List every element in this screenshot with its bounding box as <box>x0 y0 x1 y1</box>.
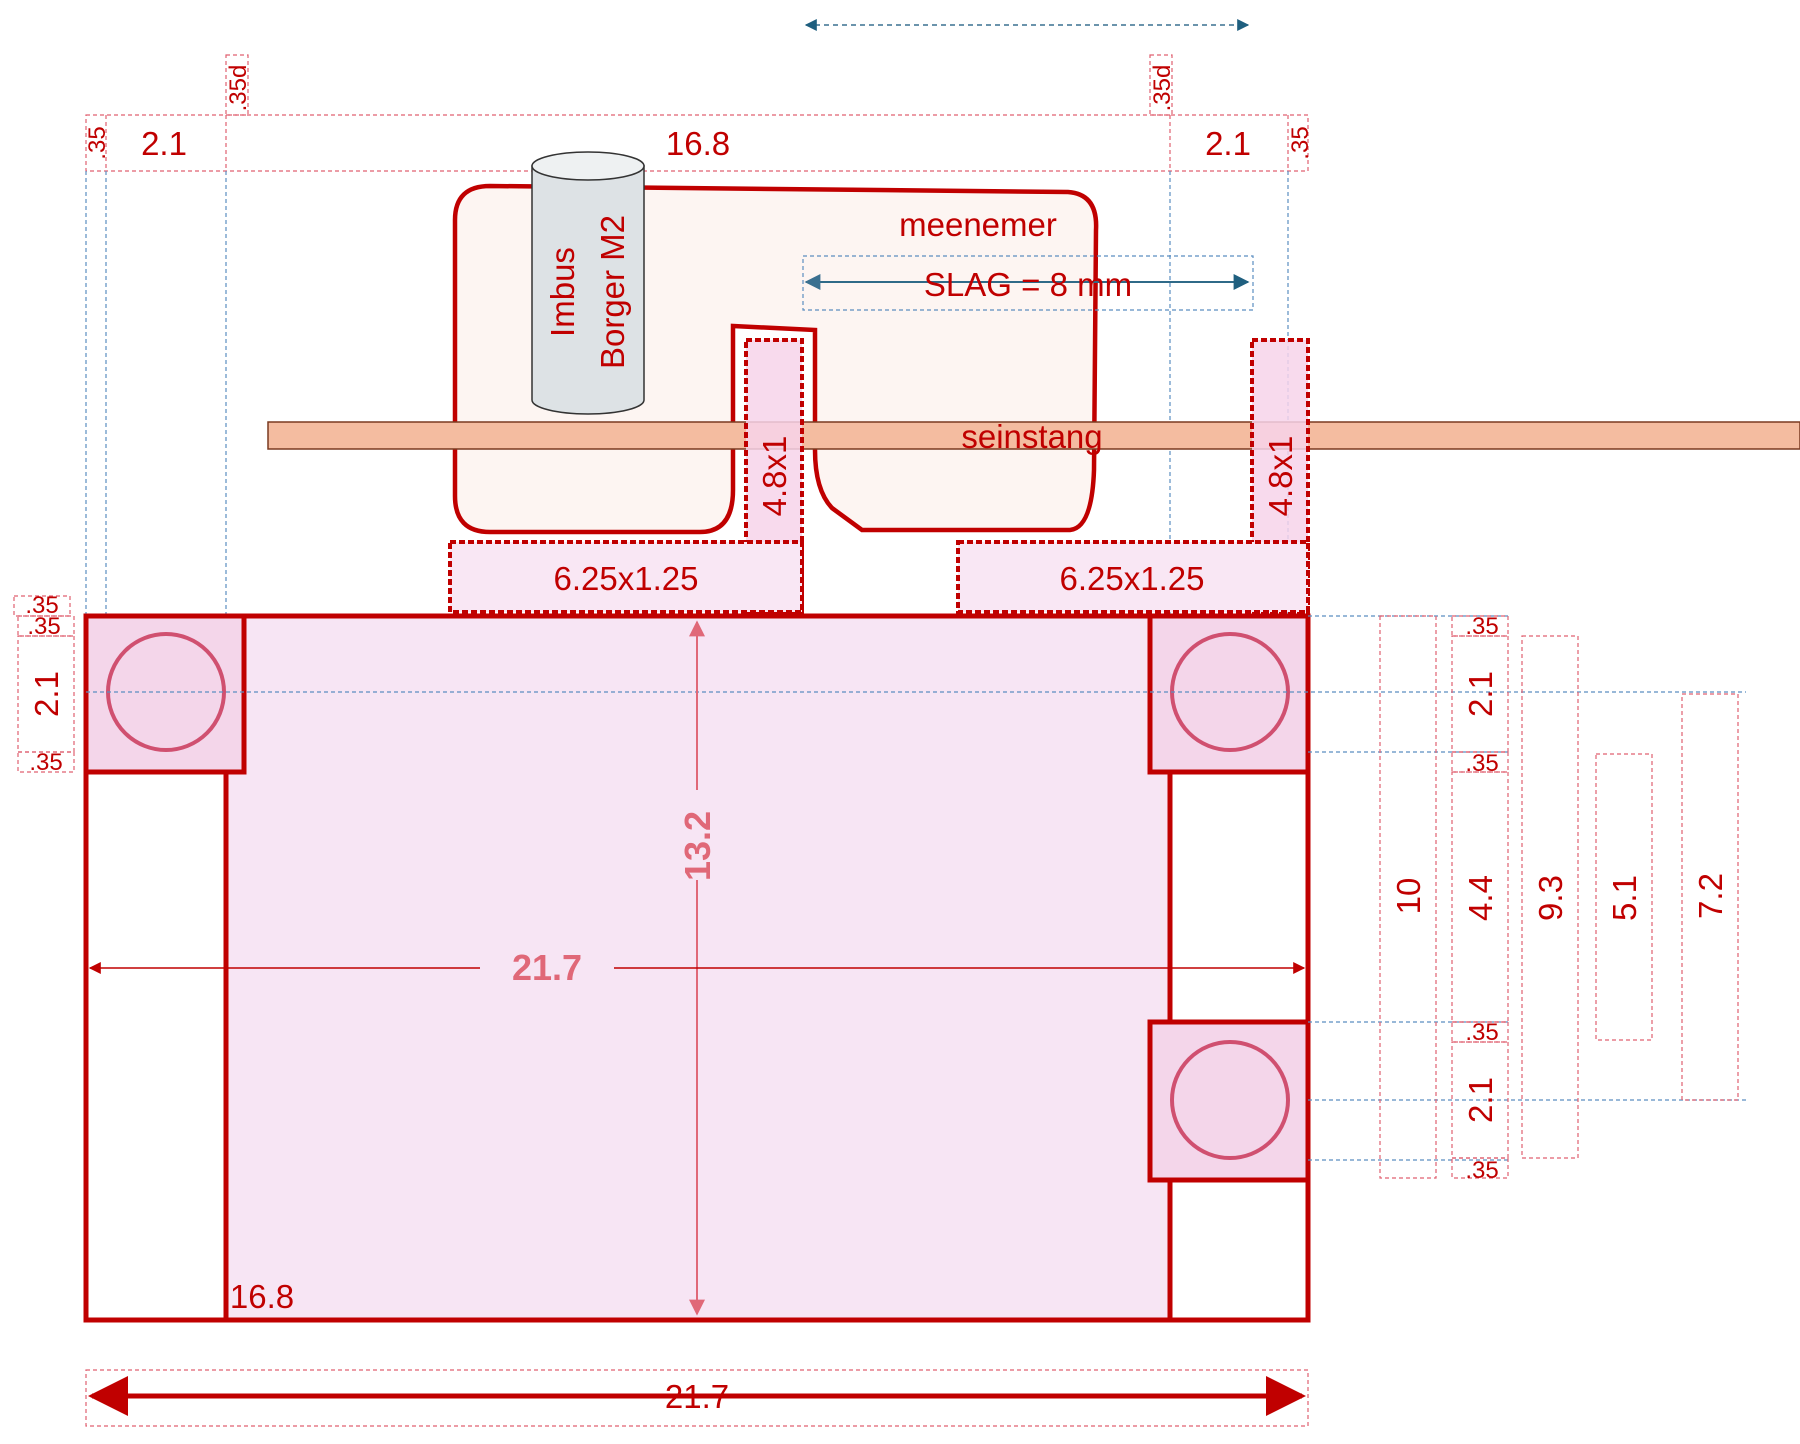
meenemer-label: meenemer <box>899 206 1057 243</box>
pad-right <box>956 540 1310 614</box>
mount-top-left <box>83 613 247 775</box>
right-dim-93: 9.3 <box>1532 875 1569 921</box>
top-dim-middle-168: 16.8 <box>666 125 730 162</box>
width-dim-label: 21.7 <box>512 947 582 988</box>
top-dim-left-35d: .35d <box>225 65 252 112</box>
right-dim-72: 7.2 <box>1692 873 1729 919</box>
right-dim-a4: .35 <box>1465 1019 1498 1046</box>
right-dim-a3: .35 <box>1465 750 1498 777</box>
right-dim-a2: 2.1 <box>1462 671 1499 717</box>
slag-box <box>802 255 1254 311</box>
right-dimension-stack <box>1379 615 1739 1179</box>
pad-left-label: 6.25x1.25 <box>554 560 699 597</box>
right-dim-a1: .35 <box>1465 613 1498 640</box>
imbus-cylinder <box>531 151 645 415</box>
top-dim-right-35: .35 <box>1287 126 1314 159</box>
bottom-dim-box <box>85 1369 1309 1427</box>
left-dim-2: .35 <box>27 613 60 640</box>
seinstang-rod <box>267 421 1800 450</box>
left-dim-4: .35 <box>29 749 62 776</box>
left-dimension-stack <box>13 595 75 773</box>
right-dim-51: 5.1 <box>1606 875 1643 921</box>
pad-left <box>448 540 804 614</box>
right-dim-44: 4.4 <box>1462 875 1499 921</box>
imbus-label-line1: Imbus <box>544 247 581 337</box>
slag-label: SLAG = 8 mm <box>924 266 1132 303</box>
left-dim-1: .35 <box>25 592 58 619</box>
right-dim-a5: 2.1 <box>1462 1077 1499 1123</box>
slot-right-label: 4.8x1 <box>1262 436 1299 517</box>
slot-left-label: 4.8x1 <box>756 436 793 517</box>
left-dim-3: 2.1 <box>28 671 65 717</box>
right-dim-10: 10 <box>1390 878 1427 915</box>
top-dim-left-21: 2.1 <box>141 125 187 162</box>
seinstang-label: seinstang <box>961 418 1102 455</box>
height-dim-label: 13.2 <box>677 811 718 881</box>
bottom-dim-label: 21.7 <box>665 1378 729 1415</box>
top-dimension-row <box>85 54 1309 172</box>
mount-bottom-right <box>1147 1019 1311 1183</box>
inner-width-label: 16.8 <box>230 1278 294 1315</box>
right-dim-a6: .35 <box>1465 1157 1498 1184</box>
pad-right-label: 6.25x1.25 <box>1060 560 1205 597</box>
top-dim-right-35d: .35d <box>1149 65 1176 112</box>
top-dim-left-35: .35 <box>84 126 111 159</box>
imbus-label-line2: Borger M2 <box>594 215 631 369</box>
mount-top-right <box>1147 613 1311 775</box>
top-dim-right-21: 2.1 <box>1205 125 1251 162</box>
